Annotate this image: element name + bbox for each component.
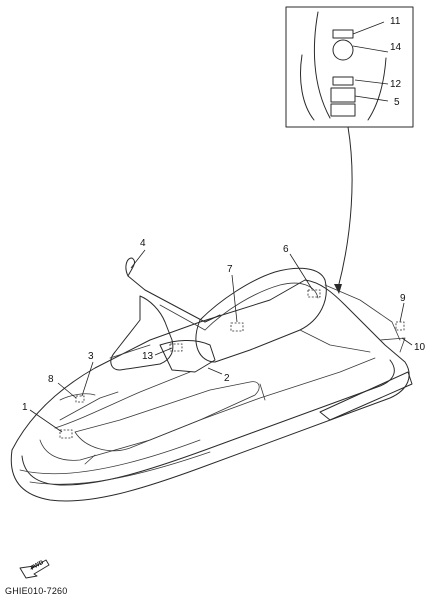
part-code: GHIE010-7260 bbox=[5, 586, 68, 596]
callout-6: 6 bbox=[283, 244, 289, 255]
detail-inset bbox=[285, 6, 414, 128]
inset-label-12 bbox=[332, 76, 354, 86]
callout-11: 11 bbox=[390, 16, 401, 27]
label-7-outline bbox=[230, 322, 244, 332]
label-13-outline bbox=[169, 343, 183, 352]
inset-hull-line-mid bbox=[313, 11, 331, 119]
inset-label-14 bbox=[332, 39, 354, 61]
forward-arrow-icon: FWD bbox=[19, 559, 50, 579]
callout-10: 10 bbox=[414, 342, 426, 353]
label-8-outline bbox=[75, 395, 85, 403]
inset-hull-line-left bbox=[300, 54, 315, 121]
watercraft-hull bbox=[10, 267, 413, 502]
callout-7: 7 bbox=[227, 264, 233, 275]
label-1-outline bbox=[59, 429, 73, 439]
callout-1: 1 bbox=[22, 402, 28, 413]
label-9-outline bbox=[395, 321, 405, 331]
callout-5: 5 bbox=[394, 97, 400, 108]
callout-4: 4 bbox=[140, 238, 146, 249]
callout-numbers: 11 14 12 5 4 6 7 9 10 3 13 2 8 1 bbox=[22, 16, 426, 413]
inset-connector bbox=[337, 126, 353, 289]
callout-9: 9 bbox=[400, 293, 406, 304]
leader-lines bbox=[29, 249, 413, 433]
inset-label-5b bbox=[330, 103, 356, 117]
callout-14: 14 bbox=[390, 42, 402, 53]
callout-12: 12 bbox=[390, 79, 402, 90]
inset-frame bbox=[285, 6, 414, 128]
inset-label-11 bbox=[332, 29, 354, 39]
callout-13: 13 bbox=[142, 351, 154, 362]
connector-arrowhead bbox=[334, 284, 342, 294]
inset-label-5 bbox=[330, 87, 356, 103]
inset-hull-line-right bbox=[367, 57, 387, 121]
callout-3: 3 bbox=[88, 351, 94, 362]
callout-8: 8 bbox=[48, 374, 54, 385]
lanyard-part bbox=[125, 257, 146, 291]
label-6-outline bbox=[307, 289, 321, 298]
callout-2: 2 bbox=[224, 373, 230, 384]
